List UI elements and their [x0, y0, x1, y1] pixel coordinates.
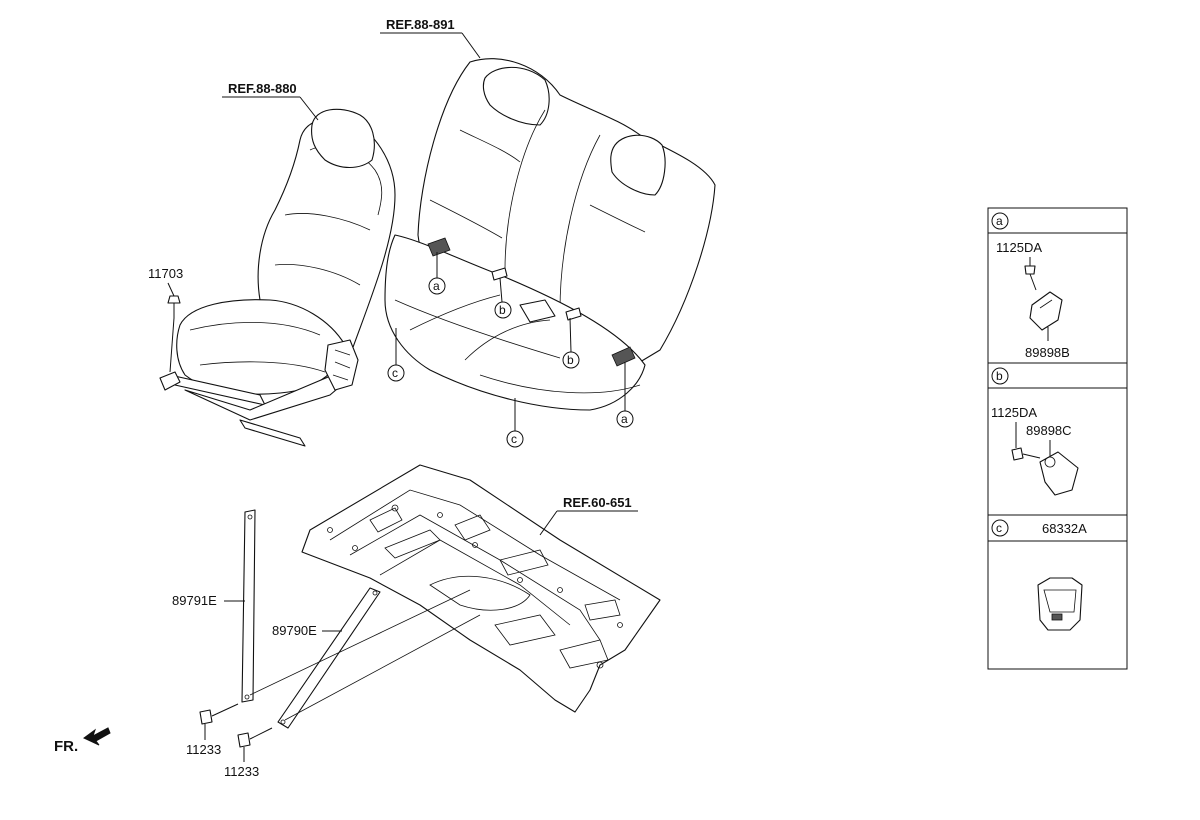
svg-text:b: b: [499, 303, 506, 317]
marker-a-2: a: [616, 362, 634, 428]
marker-c-2: c: [506, 398, 524, 448]
bracket-89898B-icon: [1029, 291, 1063, 331]
part-label-11703: 11703: [148, 266, 183, 281]
marker-c-1: c: [387, 328, 405, 382]
detail-key-a: a: [996, 214, 1003, 228]
svg-text:c: c: [392, 366, 398, 380]
svg-text:a: a: [621, 412, 628, 426]
detail-key-c: c: [996, 521, 1002, 535]
part-label-11233-b: 11233: [224, 764, 259, 779]
detail-section-b: b 1125DA 89898C: [988, 362, 1127, 496]
detail-a-part-2: 89898B: [1025, 345, 1070, 360]
front-arrow-icon: [83, 727, 111, 746]
strut-89791E: [241, 509, 256, 703]
detail-panel: a 1125DA 89898B b 1125DA 89898C: [987, 207, 1128, 670]
detail-section-c: c 68332A: [988, 514, 1127, 631]
bolt-11233-a-icon: [199, 703, 239, 725]
detail-key-b: b: [996, 369, 1003, 383]
svg-text:a: a: [433, 279, 440, 293]
part-label-11233-a: 11233: [186, 742, 221, 757]
svg-text:b: b: [567, 353, 574, 367]
strut-89790E: [277, 587, 381, 729]
cover-68332A-icon: [1037, 577, 1083, 631]
rear-seat-illustration: [384, 58, 716, 411]
part-label-89790E: 89790E: [272, 623, 317, 638]
ref-front-seat: REF.88-880: [228, 81, 297, 96]
ref-floor-panel: REF.60-651: [563, 495, 632, 510]
svg-text:c: c: [511, 432, 517, 446]
detail-b-part-1: 1125DA: [991, 405, 1037, 420]
marker-b-2: b: [562, 317, 580, 369]
bracket-89898C-icon: [1039, 451, 1079, 496]
direction-label: FR.: [54, 738, 78, 755]
detail-section-a: a 1125DA 89898B: [988, 212, 1127, 360]
marker-b-1: b: [494, 277, 512, 319]
bolt-11703-icon: [167, 295, 181, 373]
bolt-11233-b-icon: [237, 727, 273, 748]
detail-a-part-1: 1125DA: [996, 240, 1042, 255]
front-direction-indicator: FR.: [54, 727, 111, 755]
detail-b-part-2: 89898C: [1026, 423, 1072, 438]
marker-a-1: a: [428, 252, 446, 295]
rear-floor-panel-illustration: [301, 464, 661, 713]
ref-rear-seat: REF.88-891: [386, 17, 455, 32]
front-seat-illustration: [159, 108, 396, 447]
detail-c-part-1: 68332A: [1042, 521, 1087, 536]
part-label-89791E: 89791E: [172, 593, 217, 608]
